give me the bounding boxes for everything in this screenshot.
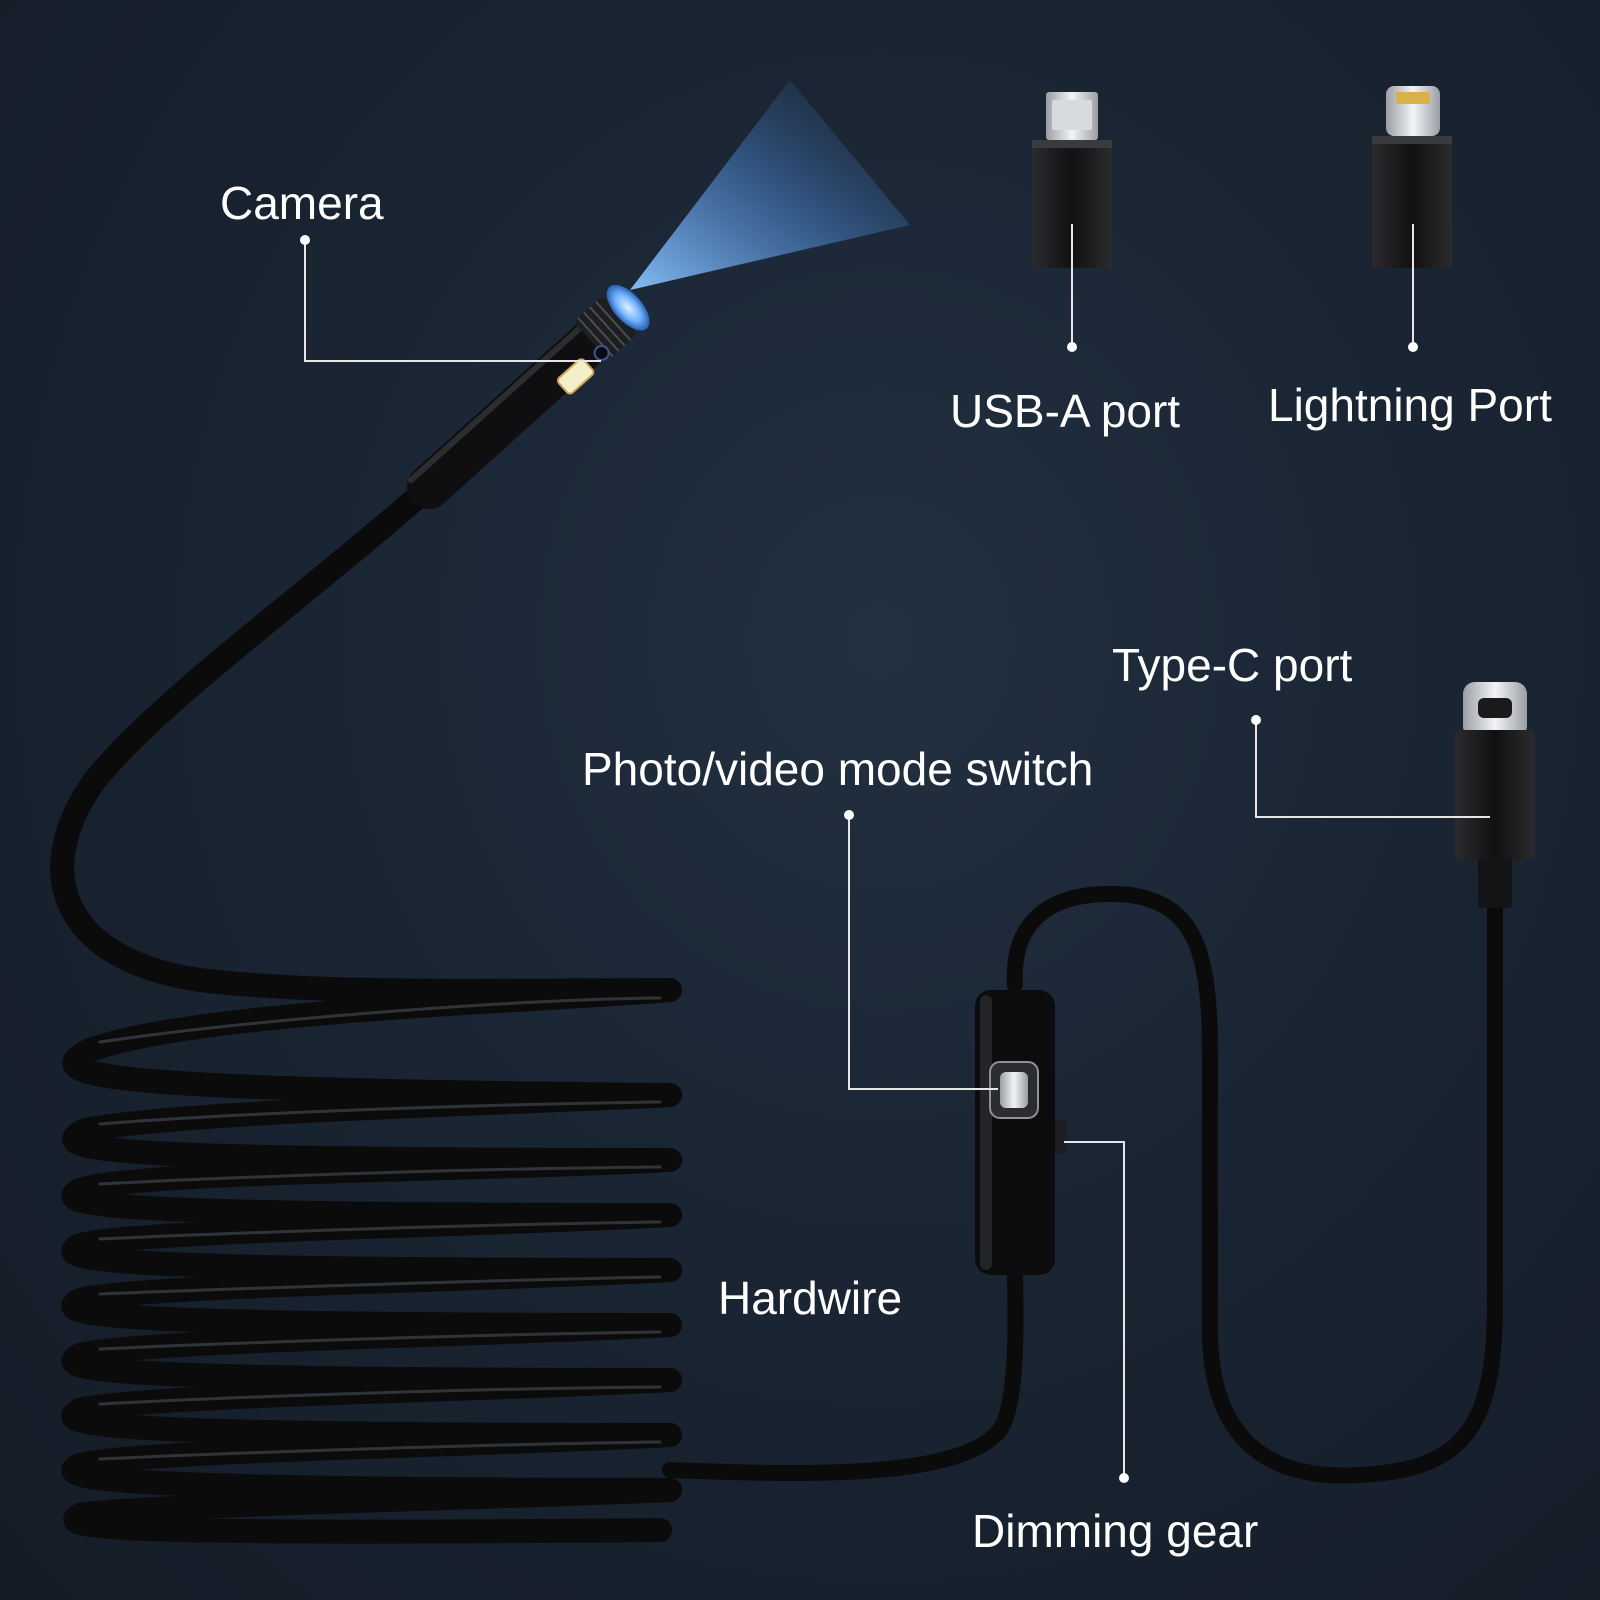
cable-main <box>50 483 682 1003</box>
control-box <box>975 990 1067 1275</box>
type-c-port-label: Type-C port <box>1112 639 1353 691</box>
cable-loop <box>1006 882 1503 1484</box>
cable-coil <box>61 978 682 1544</box>
micro-usb-adapter <box>1032 92 1112 268</box>
usb-a-port-label: USB-A port <box>950 385 1181 437</box>
dimming-gear-label: Dimming gear <box>972 1505 1259 1557</box>
hardwire-label: Hardwire <box>718 1272 903 1324</box>
leader-dots <box>300 235 1418 1483</box>
light-beam <box>630 80 910 290</box>
lightning-adapter <box>1372 86 1452 268</box>
cable-to-control <box>662 1262 1024 1482</box>
type-c-connector <box>1455 682 1535 908</box>
mode-switch-label: Photo/video mode switch <box>582 743 1094 795</box>
leader-lines <box>304 224 1490 1478</box>
camera-label: Camera <box>220 177 384 229</box>
lightning-port-label: Lightning Port <box>1268 379 1552 431</box>
endoscope-camera-head <box>406 284 650 509</box>
